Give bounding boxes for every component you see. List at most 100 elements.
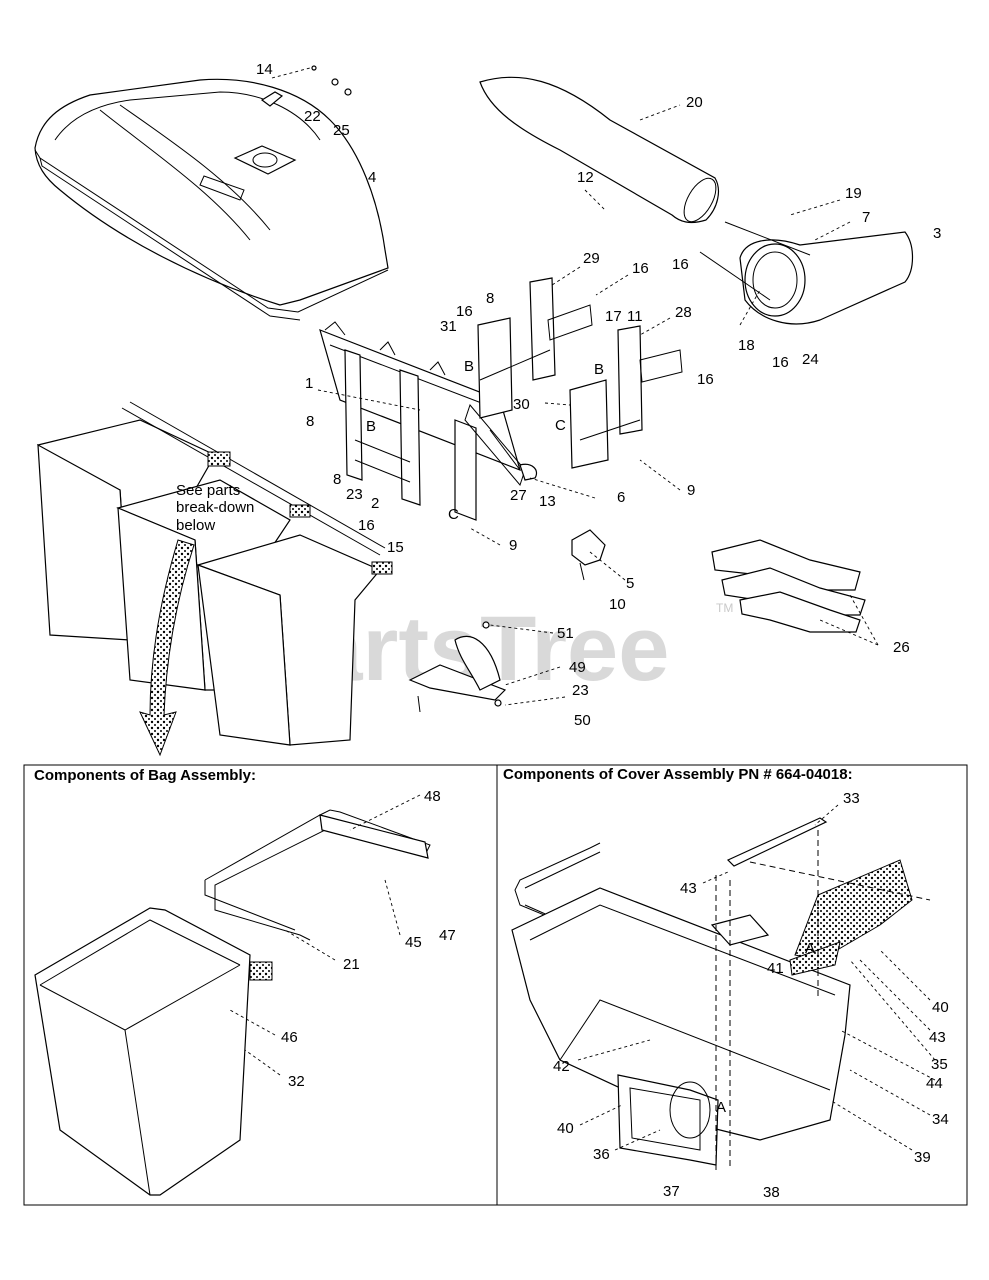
callout-33: 33 bbox=[843, 790, 860, 807]
mounting-bracket-assembly bbox=[319, 321, 538, 521]
callout-2: 2 bbox=[371, 495, 379, 512]
callout-37: 37 bbox=[663, 1183, 680, 1200]
bag-bin-part bbox=[34, 907, 273, 1196]
callout-16b: 16 bbox=[772, 354, 789, 371]
deflector-plate-part bbox=[408, 635, 507, 701]
hinge-bracket-part bbox=[571, 529, 606, 581]
callout-22: 22 bbox=[304, 108, 321, 125]
callout-6: 6 bbox=[617, 489, 625, 506]
cover-plate-41 bbox=[710, 914, 770, 946]
callout-16e: 16 bbox=[697, 371, 714, 388]
letter-b-2: B bbox=[366, 418, 376, 435]
cover-assembly-panel bbox=[496, 764, 968, 1206]
bagger-bins-part bbox=[36, 401, 393, 746]
callout-5: 5 bbox=[626, 575, 634, 592]
callout-16c: 16 bbox=[632, 260, 649, 277]
callout-14: 14 bbox=[256, 61, 273, 78]
callout-numbers: 14 22 25 4 20 12 19 7 3 16 18 16 24 29 1… bbox=[256, 61, 949, 1201]
letter-a-1: A bbox=[805, 940, 815, 957]
side-plate-c-assembly bbox=[569, 325, 683, 469]
cover-hinge-rod-part bbox=[726, 817, 828, 867]
callout-21: 21 bbox=[343, 956, 360, 973]
callout-26: 26 bbox=[893, 639, 910, 656]
cover-spout-part bbox=[617, 1074, 719, 1166]
callout-23b: 23 bbox=[572, 682, 589, 699]
callout-8c: 8 bbox=[333, 471, 341, 488]
see-parts-note: See parts break-down below bbox=[176, 482, 254, 534]
callout-50: 50 bbox=[574, 712, 591, 729]
callout-20: 20 bbox=[686, 94, 703, 111]
callout-48: 48 bbox=[424, 788, 441, 805]
letter-c-1: C bbox=[555, 417, 566, 434]
deflector-hardware bbox=[417, 621, 502, 713]
callout-19: 19 bbox=[845, 185, 862, 202]
mower-blades-part bbox=[711, 539, 866, 633]
note-line-3: below bbox=[176, 517, 215, 534]
callout-23a: 23 bbox=[346, 486, 363, 503]
callout-30: 30 bbox=[513, 396, 530, 413]
callout-8a: 8 bbox=[486, 290, 494, 307]
note-line-2: break-down bbox=[176, 499, 254, 516]
callout-44: 44 bbox=[926, 1075, 943, 1092]
callout-40b: 40 bbox=[557, 1120, 574, 1137]
callout-16a: 16 bbox=[672, 256, 689, 273]
cover-assembly-title: Components of Cover Assembly PN # 664-04… bbox=[503, 766, 853, 783]
callout-40a: 40 bbox=[932, 999, 949, 1016]
reference-letters: B B B C C A A bbox=[366, 358, 815, 1116]
letter-b-3: B bbox=[594, 361, 604, 378]
callout-4: 4 bbox=[368, 169, 376, 186]
callout-29: 29 bbox=[583, 250, 600, 267]
watermark-trademark: TM bbox=[716, 601, 733, 615]
callout-1: 1 bbox=[305, 375, 313, 392]
callout-34: 34 bbox=[932, 1111, 949, 1128]
cover-dashed-guides bbox=[715, 830, 931, 1170]
callout-31: 31 bbox=[440, 318, 457, 335]
chute-adapter-part bbox=[699, 221, 914, 325]
callout-7: 7 bbox=[862, 209, 870, 226]
callout-46: 46 bbox=[281, 1029, 298, 1046]
callout-41: 41 bbox=[767, 960, 784, 977]
bag-frame-part bbox=[204, 809, 431, 941]
callout-45: 45 bbox=[405, 934, 422, 951]
callout-10: 10 bbox=[609, 596, 626, 613]
callout-18: 18 bbox=[738, 337, 755, 354]
callout-27: 27 bbox=[510, 487, 527, 504]
letter-a-2: A bbox=[716, 1099, 726, 1116]
callout-13: 13 bbox=[539, 493, 556, 510]
hood-cover-part bbox=[34, 78, 389, 321]
chute-tube-part bbox=[479, 76, 719, 224]
cover-screen-part bbox=[789, 859, 913, 976]
callout-43a: 43 bbox=[680, 880, 697, 897]
callout-12: 12 bbox=[577, 169, 594, 186]
callout-16f: 16 bbox=[358, 517, 375, 534]
callout-36: 36 bbox=[593, 1146, 610, 1163]
leader-lines bbox=[229, 67, 936, 1151]
letter-b-1: B bbox=[464, 358, 474, 375]
callout-39: 39 bbox=[914, 1149, 931, 1166]
side-plate-b-assembly bbox=[477, 277, 593, 419]
callout-17: 17 bbox=[605, 308, 622, 325]
callout-43b: 43 bbox=[929, 1029, 946, 1046]
callout-47: 47 bbox=[439, 927, 456, 944]
callout-9b: 9 bbox=[509, 537, 517, 554]
callout-28: 28 bbox=[675, 304, 692, 321]
callout-42: 42 bbox=[553, 1058, 570, 1075]
callout-15: 15 bbox=[387, 539, 404, 556]
callout-38: 38 bbox=[763, 1184, 780, 1201]
callout-32: 32 bbox=[288, 1073, 305, 1090]
letter-c-2: C bbox=[448, 506, 459, 523]
bag-assembly-title: Components of Bag Assembly: bbox=[34, 767, 256, 784]
callout-8b: 8 bbox=[306, 413, 314, 430]
callout-25: 25 bbox=[333, 122, 350, 139]
callout-9a: 9 bbox=[687, 482, 695, 499]
callout-11: 11 bbox=[627, 308, 643, 325]
callout-3: 3 bbox=[933, 225, 941, 242]
breakdown-arrow bbox=[139, 539, 195, 757]
callout-24: 24 bbox=[802, 351, 819, 368]
note-line-1: See parts bbox=[176, 482, 240, 499]
hood-hardware-14-22-25 bbox=[260, 65, 352, 107]
callout-16d: 16 bbox=[456, 303, 473, 320]
callout-35: 35 bbox=[931, 1056, 948, 1073]
